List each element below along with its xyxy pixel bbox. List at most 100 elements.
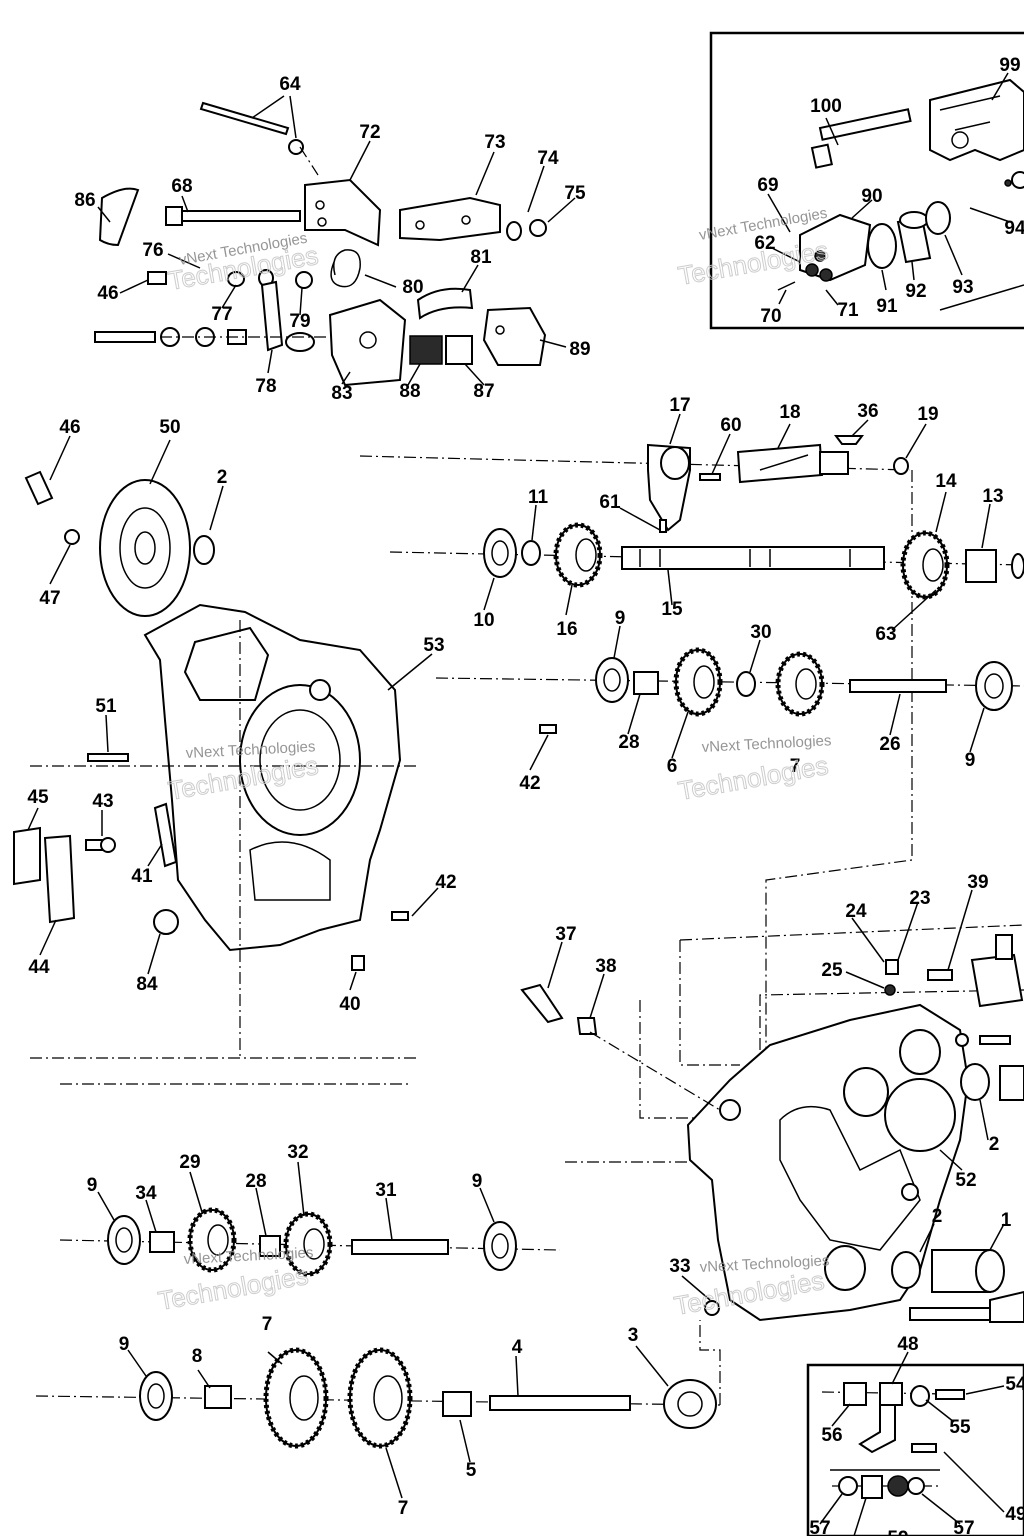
label-100: 100 — [810, 96, 842, 117]
label-52: 52 — [955, 1170, 976, 1191]
watermark-text: vNext Technologies — [701, 732, 832, 756]
label-11: 11 — [528, 487, 549, 508]
label-2-left: 2 — [217, 467, 228, 488]
label-36: 36 — [857, 401, 878, 422]
label-14: 14 — [935, 471, 957, 492]
label-55: 55 — [949, 1417, 971, 1438]
label-81: 81 — [470, 247, 492, 268]
label-9-right: 9 — [965, 750, 976, 771]
upper-shaft-group: 11 14 13 10 15 16 63 — [389, 471, 1024, 645]
label-74: 74 — [537, 148, 559, 169]
watermark-outline: Technologies — [676, 235, 831, 291]
label-69: 69 — [757, 175, 778, 196]
label-23: 23 — [909, 888, 930, 909]
label-50: 50 — [159, 417, 180, 438]
label-17: 17 — [669, 395, 690, 416]
label-38: 38 — [595, 956, 616, 977]
label-49: 49 — [1005, 1504, 1024, 1525]
label-72: 72 — [359, 122, 380, 143]
label-7-bottom: 7 — [398, 1498, 409, 1519]
left-housing-group: 46 50 2 47 53 51 42 45 43 41 42 44 84 40 — [13, 417, 557, 1085]
label-92: 92 — [905, 281, 926, 302]
label-70: 70 — [760, 306, 781, 327]
label-51: 51 — [95, 696, 117, 717]
label-26: 26 — [879, 734, 900, 755]
label-28-mid: 28 — [618, 732, 639, 753]
label-9-lower-left: 9 — [87, 1175, 98, 1196]
inset-box-brake-assembly: 99 100 69 90 94 62 92 93 91 71 70 — [709, 31, 1024, 330]
label-89: 89 — [569, 339, 590, 360]
label-46: 46 — [59, 417, 80, 438]
label-57-right: 57 — [953, 1518, 974, 1536]
label-32: 32 — [287, 1142, 308, 1163]
label-1: 1 — [1001, 1210, 1012, 1231]
label-91: 91 — [876, 296, 898, 317]
label-5: 5 — [466, 1460, 477, 1481]
label-59: 59 — [887, 1528, 908, 1536]
label-9-lower-right: 9 — [472, 1171, 483, 1192]
label-46-top: 46 — [97, 283, 118, 304]
label-90: 90 — [861, 186, 882, 207]
label-31: 31 — [375, 1180, 397, 1201]
watermark-text: vNext Technologies — [183, 1244, 314, 1268]
label-54: 54 — [1005, 1374, 1024, 1395]
label-8: 8 — [192, 1346, 203, 1367]
label-77: 77 — [211, 304, 232, 325]
label-68: 68 — [171, 176, 192, 197]
label-2-right-upper: 2 — [989, 1134, 1000, 1155]
label-6: 6 — [667, 756, 678, 777]
label-3: 3 — [628, 1325, 639, 1346]
label-42-lower: 42 — [435, 872, 456, 893]
label-73: 73 — [484, 132, 505, 153]
label-61: 61 — [599, 492, 621, 513]
label-37: 37 — [555, 924, 576, 945]
label-45: 45 — [27, 787, 49, 808]
label-57-left: 57 — [809, 1518, 830, 1536]
label-64: 64 — [279, 74, 301, 95]
label-4: 4 — [512, 1337, 523, 1358]
label-48: 48 — [897, 1334, 918, 1355]
label-10: 10 — [473, 610, 494, 631]
label-16: 16 — [556, 619, 577, 640]
label-94: 94 — [1004, 218, 1024, 239]
label-47: 47 — [39, 588, 60, 609]
label-7-bottom-left: 7 — [262, 1314, 273, 1335]
label-39: 39 — [967, 872, 988, 893]
label-33: 33 — [669, 1256, 690, 1277]
label-78: 78 — [255, 376, 276, 397]
label-80: 80 — [402, 277, 423, 298]
label-62: 62 — [754, 233, 775, 254]
label-56: 56 — [821, 1425, 842, 1446]
label-84: 84 — [136, 974, 158, 995]
label-9-mid: 9 — [615, 608, 626, 629]
label-9-bottom: 9 — [119, 1334, 130, 1355]
label-24: 24 — [845, 901, 867, 922]
inset-box-bottom-right: 48 54 55 56 49 57 57 59 — [806, 1334, 1024, 1536]
shift-fork-group: 17 18 36 19 60 61 — [359, 395, 939, 1080]
label-44: 44 — [28, 957, 50, 978]
watermark-outline: Technologies — [156, 1260, 311, 1316]
bottom-shaft-4-group: 7 3 9 4 8 5 7 — [35, 1314, 721, 1519]
label-29: 29 — [179, 1152, 200, 1173]
right-housing-group: 37 23 39 24 38 25 2 52 2 1 33 — [520, 872, 1024, 1323]
label-34: 34 — [135, 1183, 157, 1204]
label-13: 13 — [982, 486, 1003, 507]
lower-shaft-31-group: 29 32 28 9 34 31 9 — [59, 1142, 561, 1277]
watermark-text: vNext Technologies — [699, 1252, 830, 1276]
label-15: 15 — [661, 599, 683, 620]
watermark-text: vNext Technologies — [185, 738, 316, 762]
label-87: 87 — [473, 381, 494, 402]
label-86: 86 — [74, 190, 95, 211]
label-28-lower: 28 — [245, 1171, 266, 1192]
label-18: 18 — [779, 402, 800, 423]
label-60: 60 — [720, 415, 741, 436]
label-19: 19 — [917, 404, 938, 425]
label-88: 88 — [399, 381, 420, 402]
label-25: 25 — [821, 960, 843, 981]
label-76: 76 — [142, 240, 163, 261]
label-75: 75 — [564, 183, 586, 204]
label-63: 63 — [875, 624, 896, 645]
label-93: 93 — [952, 277, 973, 298]
label-40: 40 — [339, 994, 360, 1015]
